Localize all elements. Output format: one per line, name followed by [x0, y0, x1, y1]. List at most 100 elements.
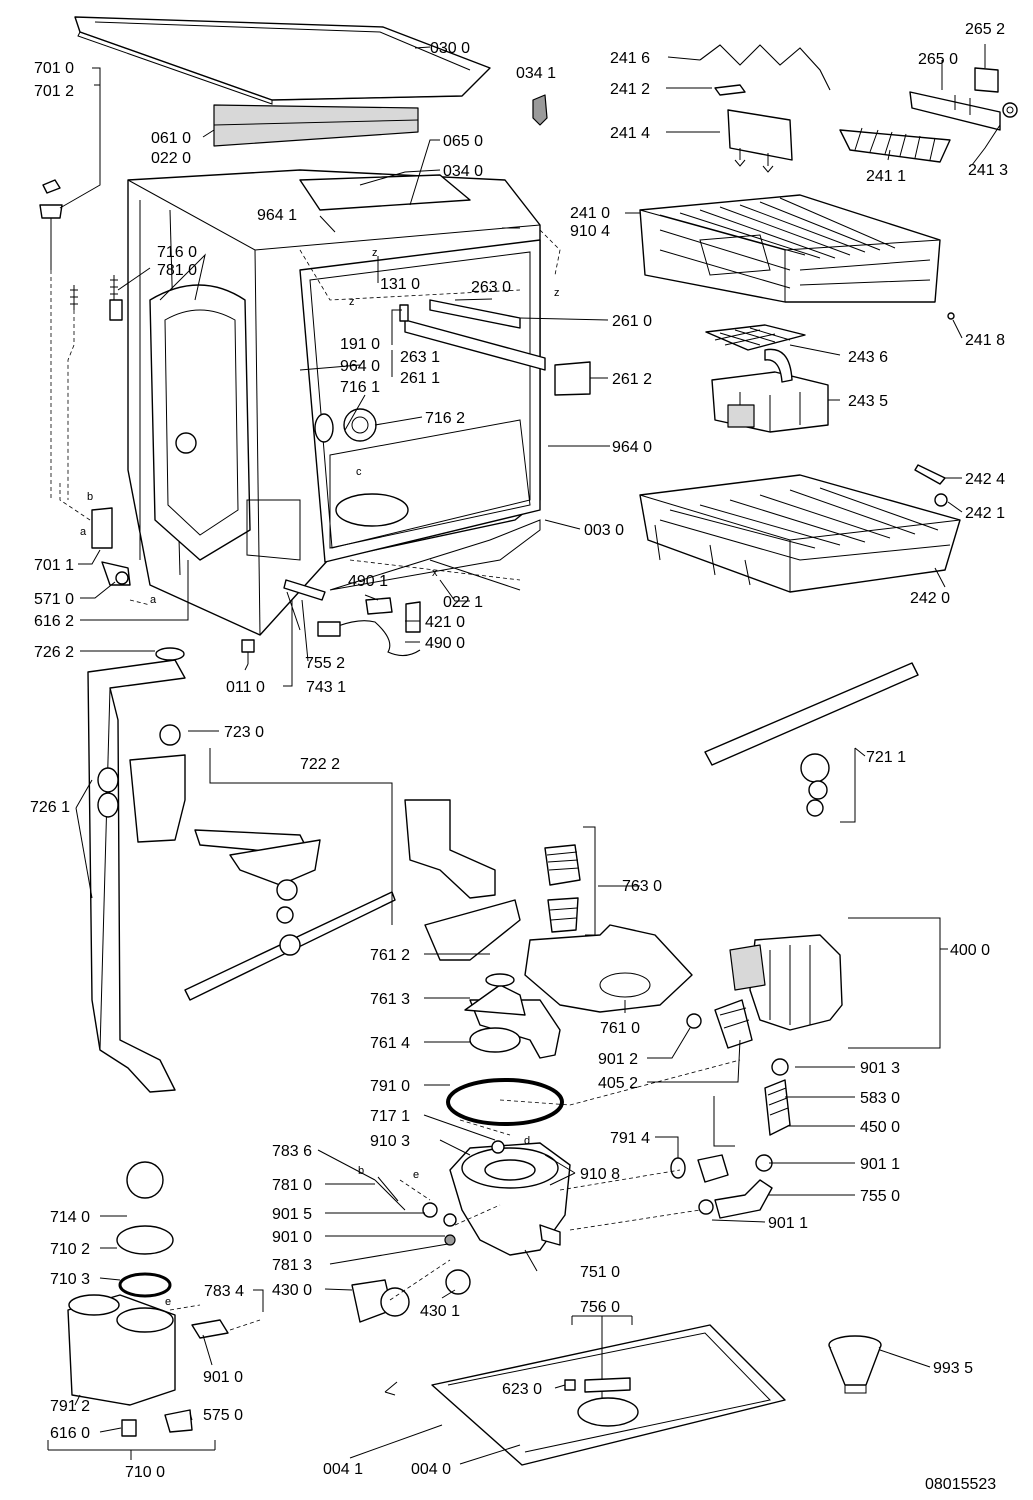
label-241-3: 241 3 — [968, 162, 1008, 179]
label-781-0-mid: 781 0 — [272, 1177, 312, 1194]
callout-z-1: z — [349, 296, 355, 308]
label-263-0: 263 0 — [471, 279, 511, 296]
label-575-0: 575 0 — [203, 1407, 243, 1424]
leader-lines — [47, 44, 1001, 1465]
filter-plate-part — [524, 924, 693, 1013]
label-756-0: 756 0 — [580, 1299, 620, 1316]
label-726-1: 726 1 — [30, 799, 70, 816]
label-723-0: 723 0 — [224, 724, 264, 741]
label-761-2: 761 2 — [370, 947, 410, 964]
label-034-1: 034 1 — [516, 65, 556, 82]
callout-z-3: z — [372, 247, 378, 259]
basket-wheel-part — [934, 493, 948, 507]
label-263-1: 263 1 — [400, 349, 440, 366]
label-022-1: 022 1 — [443, 594, 483, 611]
callout-x: x — [432, 567, 438, 579]
label-430-1: 430 1 — [420, 1303, 460, 1320]
base-plate-part — [384, 1324, 786, 1466]
rack-spring-part — [699, 44, 831, 91]
label-623-0: 623 0 — [502, 1381, 542, 1398]
label-242-1: 242 1 — [965, 505, 1005, 522]
label-791-2: 791 2 — [50, 1398, 90, 1415]
label-241-6: 241 6 — [610, 50, 650, 67]
label-964-0-a: 964 0 — [340, 358, 380, 375]
label-910-4: 910 4 — [570, 223, 610, 240]
water-pipe-part — [87, 647, 186, 1093]
upper-basket-part — [639, 194, 941, 303]
label-241-8: 241 8 — [965, 332, 1005, 349]
label-701-2: 701 2 — [34, 83, 74, 100]
label-710-3: 710 3 — [50, 1271, 90, 1288]
sump-housing-part — [449, 1140, 571, 1256]
label-910-3: 910 3 — [370, 1133, 410, 1150]
rack-clip-part — [714, 84, 746, 96]
callout-e-softener: e — [165, 1296, 171, 1308]
electrical-parts — [241, 579, 421, 664]
label-716-1: 716 1 — [340, 379, 380, 396]
label-261-1: 261 1 — [400, 370, 440, 387]
motor-pump-part — [686, 934, 843, 1049]
funnel-part — [828, 1335, 882, 1394]
label-716-2: 716 2 — [425, 410, 465, 427]
softener-seal — [118, 1272, 172, 1298]
label-910-8: 910 8 — [580, 1166, 620, 1183]
drain-pump-part — [351, 1269, 471, 1323]
label-243-5: 243 5 — [848, 393, 888, 410]
hose-elbow-part — [714, 1179, 773, 1219]
label-261-0: 261 0 — [612, 313, 652, 330]
gasket-ring-part — [446, 1078, 564, 1126]
label-714-0: 714 0 — [50, 1209, 90, 1226]
label-490-1: 490 1 — [348, 573, 388, 590]
label-265-2: 265 2 — [965, 21, 1005, 38]
label-761-4: 761 4 — [370, 1035, 410, 1052]
label-751-0: 751 0 — [580, 1264, 620, 1281]
label-065-0: 065 0 — [443, 133, 483, 150]
lower-spray-arm-part — [704, 662, 919, 817]
rail-parts — [399, 299, 591, 396]
label-716-0: 716 0 — [157, 244, 197, 261]
label-721-1: 721 1 — [866, 749, 906, 766]
float-parts — [39, 179, 131, 586]
upper-spray-arm-part — [184, 829, 396, 1001]
check-valve-part — [697, 1154, 729, 1183]
alignment-lines — [50, 229, 741, 1331]
label-131-0: 131 0 — [380, 276, 420, 293]
label-034-0: 034 0 — [443, 163, 483, 180]
label-242-4: 242 4 — [965, 471, 1005, 488]
label-243-6: 243 6 — [848, 349, 888, 366]
label-003-0: 003 0 — [584, 522, 624, 539]
rack-hooks-part — [727, 109, 793, 173]
label-791-4: 791 4 — [610, 1130, 650, 1147]
callout-b-pipe: b — [358, 1165, 364, 1177]
drawing-number: 08015523 — [925, 1476, 996, 1493]
filter-part — [544, 844, 581, 933]
label-616-2: 616 2 — [34, 613, 74, 630]
label-242-0: 242 0 — [910, 590, 950, 607]
callout-b-left: b — [87, 491, 93, 503]
label-901-1-b: 901 1 — [768, 1215, 808, 1232]
cutlery-basket-part — [705, 324, 829, 433]
pin-parts — [374, 1176, 457, 1246]
lower-basket-part — [639, 474, 961, 593]
callout-c: c — [356, 466, 362, 478]
label-781-3: 781 3 — [272, 1257, 312, 1274]
water-softener-part — [67, 1161, 229, 1437]
label-022-0: 022 0 — [151, 150, 191, 167]
small-pin-part — [947, 312, 955, 320]
label-763-0: 763 0 — [622, 878, 662, 895]
label-490-0: 490 0 — [425, 635, 465, 652]
callout-a-lower: a — [150, 594, 157, 606]
label-265-0: 265 0 — [918, 51, 958, 68]
label-004-1: 004 1 — [323, 1461, 363, 1478]
label-450-0: 450 0 — [860, 1119, 900, 1136]
label-755-2: 755 2 — [305, 655, 345, 672]
label-761-0: 761 0 — [600, 1020, 640, 1037]
label-701-1: 701 1 — [34, 557, 74, 574]
heater-tube-part — [755, 1058, 791, 1172]
label-964-1: 964 1 — [257, 207, 297, 224]
label-964-0-b: 964 0 — [612, 439, 652, 456]
label-901-0-b: 901 0 — [203, 1369, 243, 1386]
label-241-4: 241 4 — [610, 125, 650, 142]
label-901-3: 901 3 — [860, 1060, 900, 1077]
